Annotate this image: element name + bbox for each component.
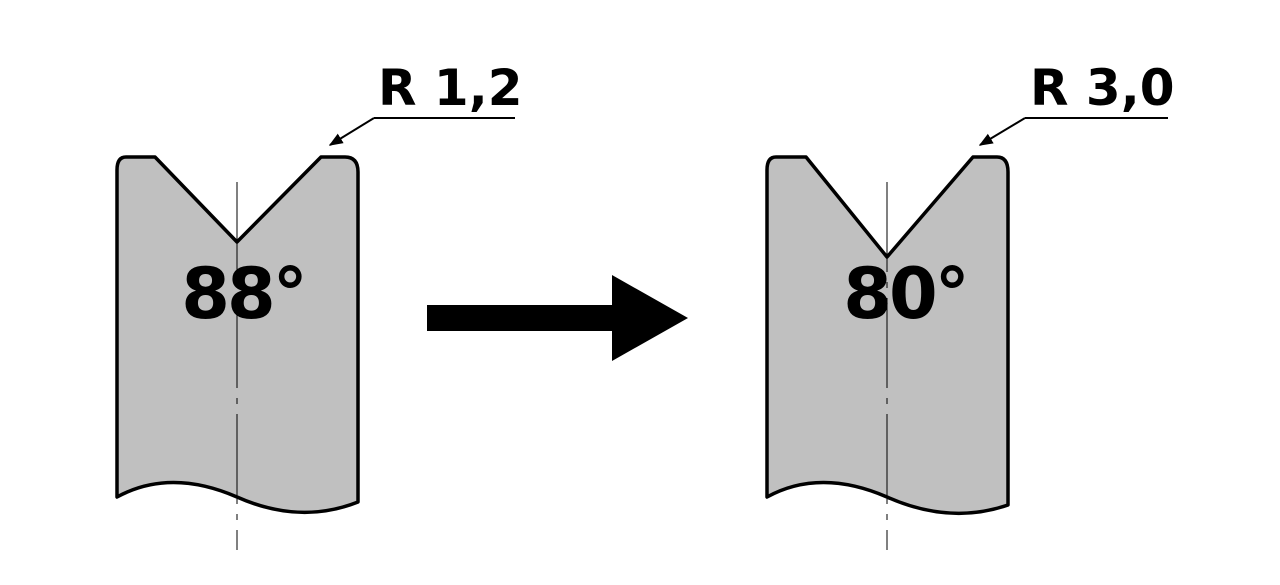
right-radius-label: R 3,0 (1030, 59, 1174, 117)
transition-arrow (427, 275, 688, 361)
right-die-angle-label: 80° (843, 253, 966, 335)
left-radius-leader (328, 117, 375, 146)
left-radius-label: R 1,2 (378, 59, 522, 117)
right-radius-callout: R 3,0 (978, 59, 1174, 146)
left-radius-callout: R 1,2 (328, 59, 522, 146)
right-die: 80° (765, 155, 1010, 550)
left-die: 88° (115, 155, 360, 550)
left-die-angle-label: 88° (181, 253, 304, 335)
right-radius-leader (978, 117, 1026, 146)
